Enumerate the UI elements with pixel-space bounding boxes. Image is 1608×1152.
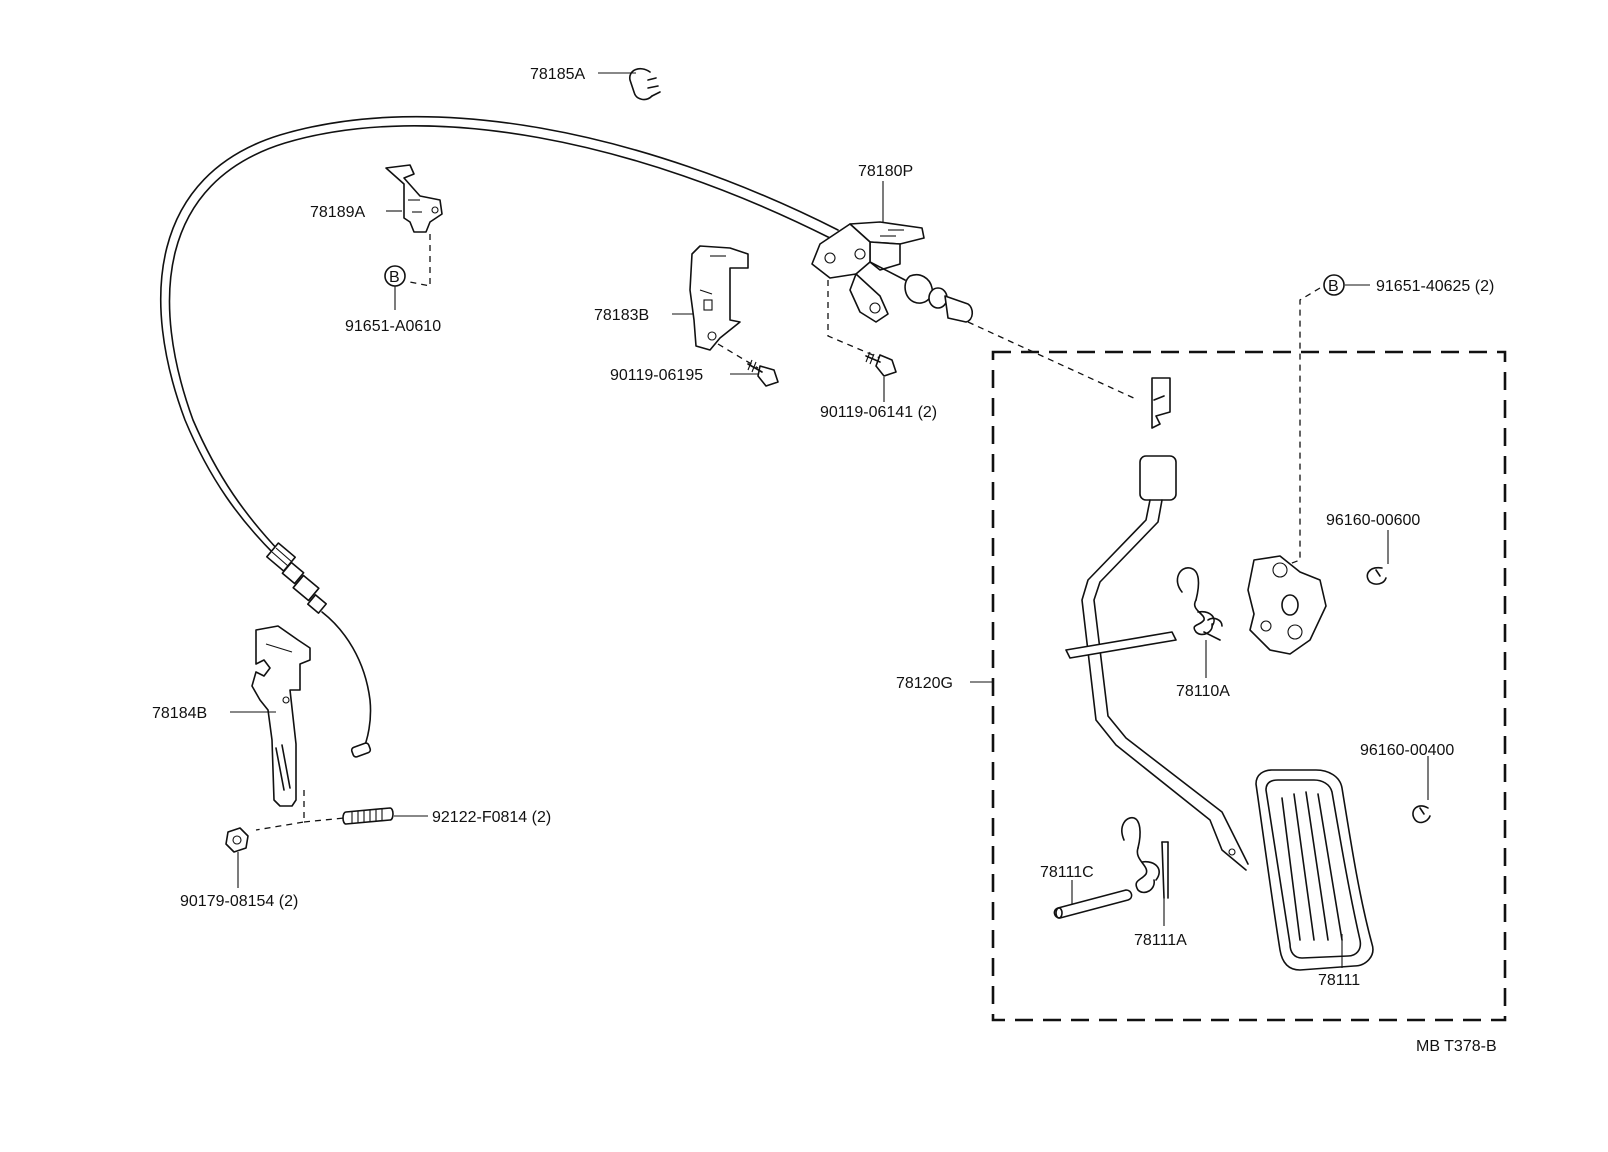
- label-78185A: 78185A: [530, 66, 585, 83]
- stud-92122-F0814: [342, 807, 394, 825]
- assembly-box-78120G: [991, 350, 1507, 1022]
- pin-78111C: [1053, 889, 1133, 919]
- diagram-id: MB T378-B: [1416, 1038, 1497, 1055]
- spring-78110A: [1176, 567, 1223, 641]
- label-92122-F0814: 92122-F0814 (2): [432, 809, 551, 826]
- bolt-90119-06141: [865, 351, 897, 377]
- svg-text:B: B: [1328, 278, 1339, 295]
- bracket-78189A: [385, 164, 443, 233]
- label-91651-A0610: 91651-A0610: [345, 318, 441, 335]
- label-78180P: 78180P: [858, 163, 913, 180]
- lever-78184B: [251, 625, 311, 807]
- label-78189A: 78189A: [310, 204, 365, 221]
- throttle-cable: [159, 115, 839, 758]
- label-78111C: 78111C: [1040, 864, 1094, 881]
- pedal-pivot-plate: [1247, 555, 1327, 655]
- label-90119-06141: 90119-06141 (2): [820, 404, 937, 421]
- label-91651-40625: 91651-40625 (2): [1376, 278, 1494, 295]
- pedal-pad-78111: [1255, 769, 1374, 971]
- spring-78111A: [1121, 816, 1169, 899]
- label-90179-08154: 90179-08154 (2): [180, 893, 298, 910]
- nut-90179-08154: [225, 827, 249, 853]
- bolt-marker-b-left: B: [384, 265, 406, 287]
- bolt-marker-b-right: B: [1323, 274, 1345, 296]
- clip-78185A: [598, 68, 661, 101]
- label-78120G: 78120G: [896, 675, 953, 692]
- label-96160-00400: 96160-00400: [1360, 742, 1454, 759]
- label-96160-00600: 96160-00600: [1326, 512, 1420, 529]
- e-clip-96160-00600: [1366, 566, 1387, 585]
- label-90119-06195: 90119-06195: [610, 367, 703, 384]
- cable-end-fitting: [265, 542, 328, 614]
- label-78183B: 78183B: [594, 307, 649, 324]
- bracket-78183B: [689, 245, 749, 351]
- pedal-arm: [1065, 377, 1249, 871]
- bolt-90119-06195: [747, 359, 779, 387]
- label-78110A: 78110A: [1176, 683, 1230, 700]
- svg-text:B: B: [389, 269, 400, 286]
- e-clip-96160-00400: [1412, 805, 1431, 824]
- cable-inner-end: [350, 742, 372, 758]
- label-78111: 78111: [1318, 972, 1360, 989]
- label-78111A: 78111A: [1134, 932, 1187, 949]
- label-78184B: 78184B: [152, 705, 207, 722]
- bracket-78180P: [811, 221, 974, 323]
